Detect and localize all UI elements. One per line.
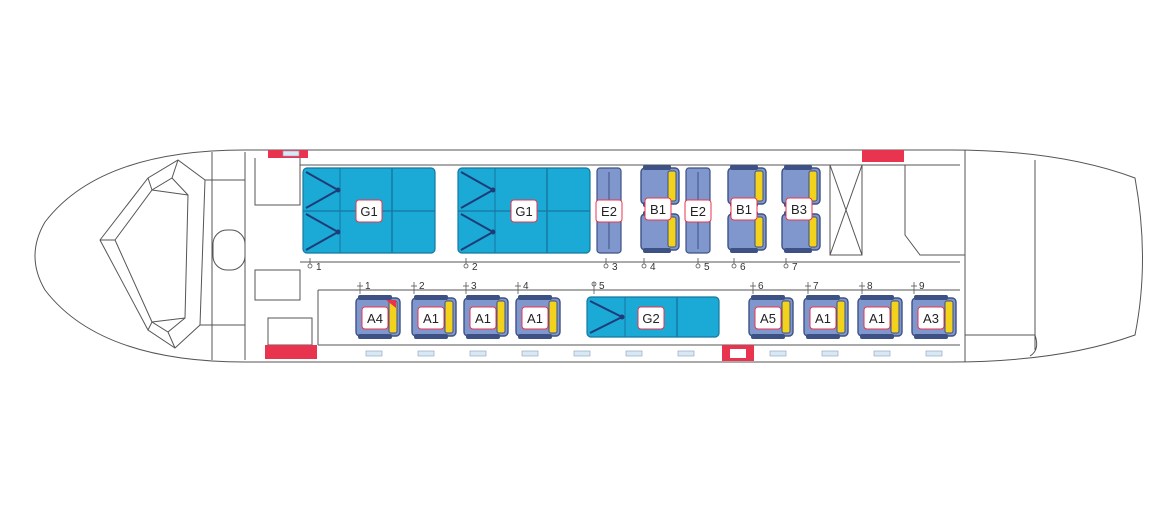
label-b3: B3	[785, 197, 813, 221]
lower-position-6: 6	[750, 281, 764, 294]
label-g1-front: G1	[355, 199, 383, 223]
lower-position-label: 9	[919, 281, 925, 292]
upper-position-2: 2	[463, 258, 478, 273]
lower-position-markers: 1 2 3 4 5 6 7 8 9	[357, 281, 925, 294]
lower-position-label: 8	[867, 281, 873, 292]
svg-text:A1: A1	[815, 311, 831, 326]
svg-text:E2: E2	[601, 204, 617, 219]
upper-position-markers: 1 2 3 4 5 6 7	[307, 258, 798, 273]
fuselage-outline	[34, 149, 1143, 363]
upper-position-label: 4	[650, 262, 656, 273]
label-a4: A4	[361, 306, 389, 330]
lower-position-label: 3	[471, 281, 477, 292]
label-a5: A5	[754, 306, 782, 330]
upper-position-5: 5	[695, 258, 710, 273]
svg-text:B1: B1	[650, 202, 666, 217]
upper-position-label: 3	[612, 262, 618, 273]
rear-door	[862, 150, 904, 162]
svg-text:B1: B1	[736, 202, 752, 217]
label-e2-b: E2	[684, 199, 712, 223]
upper-position-label: 1	[316, 262, 322, 273]
lower-position-label: 4	[523, 281, 529, 292]
upper-position-label: 2	[472, 262, 478, 273]
svg-text:G2: G2	[642, 311, 659, 326]
lower-position-8: 8	[859, 281, 873, 294]
svg-text:A1: A1	[527, 311, 543, 326]
svg-text:A1: A1	[423, 311, 439, 326]
label-a1-e: A1	[863, 306, 891, 330]
lower-position-label: 5	[599, 281, 605, 292]
upper-position-4: 4	[641, 258, 656, 273]
svg-text:A4: A4	[367, 311, 383, 326]
lower-position-label: 6	[758, 281, 764, 292]
svg-text:A1: A1	[869, 311, 885, 326]
label-a1-a: A1	[417, 306, 445, 330]
svg-text:G1: G1	[515, 204, 532, 219]
upper-position-label: 5	[704, 262, 710, 273]
svg-text:A1: A1	[475, 311, 491, 326]
label-a1-b: A1	[469, 306, 497, 330]
label-g1-rear: G1	[510, 199, 538, 223]
forward-service-door	[265, 345, 317, 359]
label-b1-b: B1	[730, 197, 758, 221]
lower-position-label: 7	[813, 281, 819, 292]
lower-position-label: 1	[365, 281, 371, 292]
lower-position-9: 9	[911, 281, 925, 294]
svg-text:B3: B3	[791, 202, 807, 217]
label-e2-a: E2	[595, 199, 623, 223]
label-a1-c: A1	[521, 306, 549, 330]
upper-position-3: 3	[603, 258, 618, 273]
upper-position-7: 7	[783, 258, 798, 273]
lower-position-4: 4	[515, 281, 529, 294]
upper-position-1: 1	[307, 258, 322, 273]
cabin-windows	[282, 150, 943, 357]
upper-position-6: 6	[731, 258, 746, 273]
label-a3: A3	[917, 306, 945, 330]
svg-text:A5: A5	[760, 311, 776, 326]
label-a1-d: A1	[809, 306, 837, 330]
svg-text:E2: E2	[690, 204, 706, 219]
svg-text:A3: A3	[923, 311, 939, 326]
lower-position-3: 3	[463, 281, 477, 294]
lower-position-2: 2	[411, 281, 425, 294]
upper-position-label: 7	[792, 262, 798, 273]
label-g2: G2	[637, 306, 665, 330]
lower-position-5: 5	[591, 281, 605, 294]
lower-position-1: 1	[357, 281, 371, 294]
lower-position-7: 7	[805, 281, 819, 294]
lower-position-label: 2	[419, 281, 425, 292]
upper-position-label: 6	[740, 262, 746, 273]
label-b1-a: B1	[644, 197, 672, 221]
svg-text:G1: G1	[360, 204, 377, 219]
